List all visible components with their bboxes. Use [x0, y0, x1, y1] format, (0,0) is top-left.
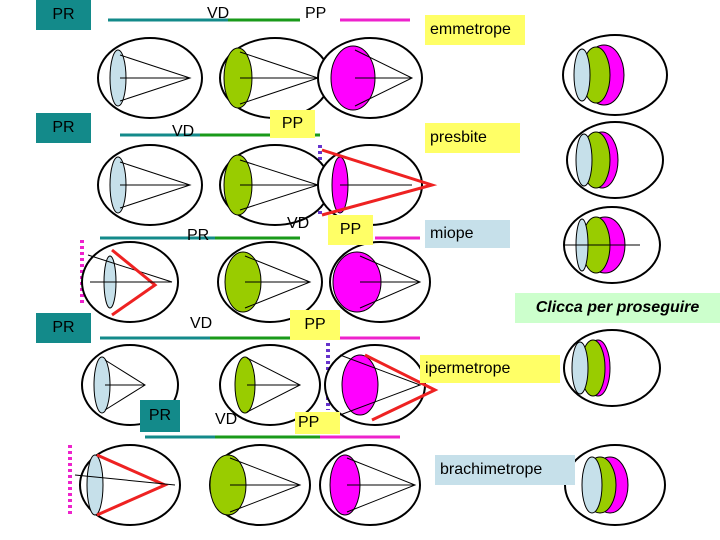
pr-label: PR: [140, 400, 180, 432]
condition-emmetrope: emmetrope: [425, 15, 525, 45]
vd-label: VD: [215, 411, 238, 428]
lens-magenta: [341, 354, 379, 416]
pp-label: PP: [295, 412, 340, 434]
pr-label: PR: [187, 227, 210, 244]
pr-label: PR: [36, 0, 91, 30]
condition-miope: miope: [425, 220, 510, 248]
pp-label: PP: [290, 310, 340, 340]
cornea: [86, 454, 104, 516]
vd-label: VD: [172, 123, 195, 140]
condition-ipermetrope: ipermetrope: [420, 355, 560, 383]
condition-brachimetrope: brachimetrope: [435, 455, 575, 485]
row-brachimetrope: [68, 435, 666, 526]
row-miope: [80, 206, 661, 323]
focus-rays-red: [96, 453, 169, 517]
pp-label: PP: [328, 215, 373, 245]
vd-label: VD: [207, 5, 230, 22]
cornea: [575, 133, 593, 187]
light-ray: [74, 474, 176, 486]
cornea: [573, 48, 591, 102]
light-rays: [339, 354, 422, 416]
condition-presbite: presbite: [425, 123, 520, 153]
row-emmetrope: [97, 18, 668, 119]
next-button[interactable]: Clicca per proseguire: [515, 293, 720, 323]
vd-label: VD: [287, 215, 310, 232]
vd-label: VD: [190, 315, 213, 332]
pr-label: PR: [36, 313, 91, 343]
focus-rays-red: [111, 248, 158, 317]
pp-label: PP: [270, 110, 315, 138]
eyeball: [79, 444, 181, 526]
focus-rays-red: [364, 353, 439, 422]
light-ray: [87, 254, 173, 283]
focus-rays-red: [321, 148, 438, 217]
cornea: [571, 341, 589, 395]
cornea: [581, 456, 603, 514]
row-ipermetrope: [81, 329, 661, 426]
pp-label: PP: [305, 5, 327, 22]
pr-label: PR: [36, 113, 91, 143]
